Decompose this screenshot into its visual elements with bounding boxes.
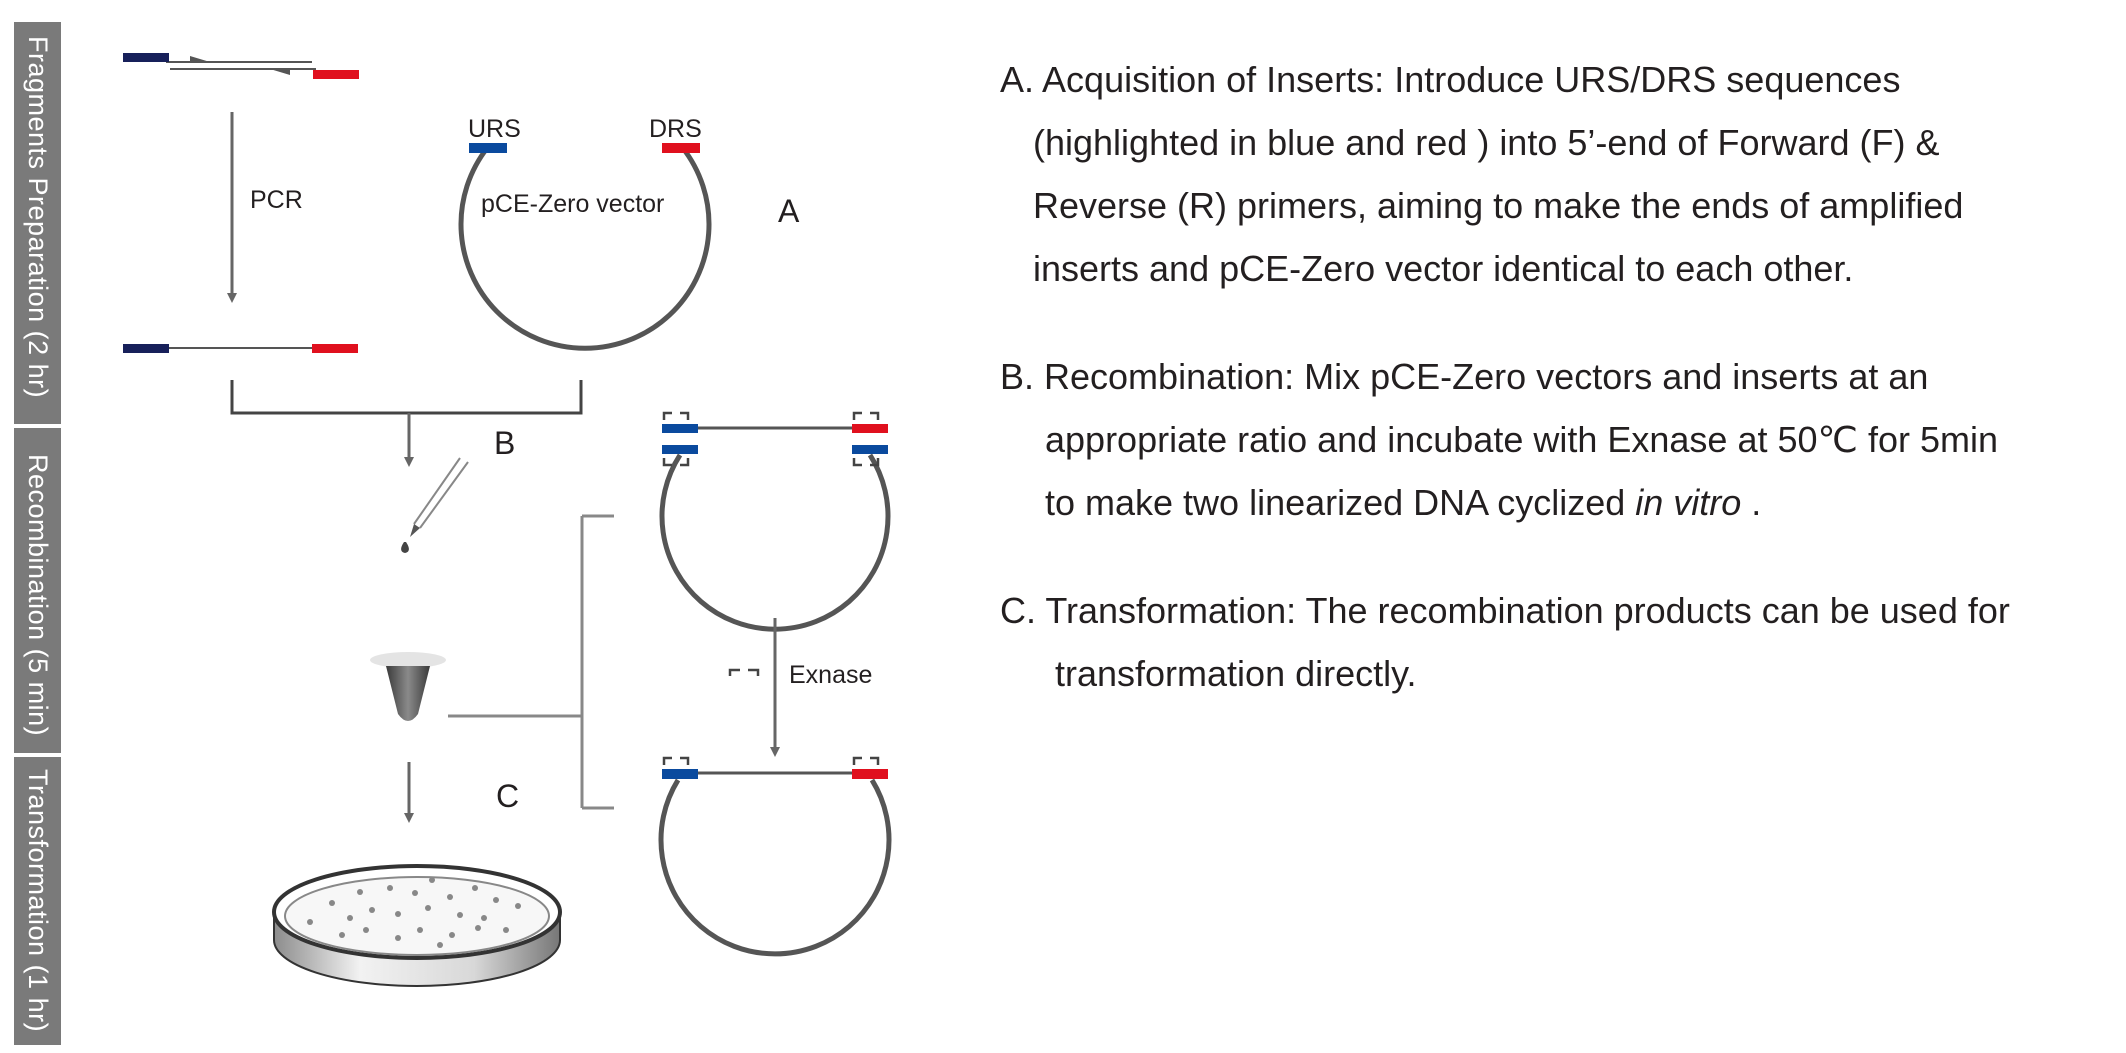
tube-icon <box>370 652 446 721</box>
intermediate-drs-top <box>852 424 888 433</box>
description-a-line: Reverse (R) primers, aiming to make the … <box>1033 185 1964 226</box>
stage-label: Transformation (1 hr) <box>23 769 53 1033</box>
description-b-line: appropriate ratio and incubate with Exna… <box>1045 419 1998 460</box>
primer-pair <box>123 53 359 79</box>
stage-recombination: Recombination (5 min) <box>14 440 61 750</box>
workflow-diagram: PCR URS DRS pCE-Zero vector A B <box>123 53 892 987</box>
stage-divider <box>14 424 61 428</box>
insert-urs-end <box>123 344 169 353</box>
description-c: C. Transformation: The recombination pro… <box>1000 579 2120 705</box>
exnase-icon <box>728 668 760 676</box>
description-c-line: C. Transformation: The recombination pro… <box>1000 590 2010 631</box>
pipette-icon <box>401 457 469 553</box>
description-b-line: to make two linearized DNA cyclized in v… <box>1000 471 2120 534</box>
description-a-line: (highlighted in blue and red ) into 5’-e… <box>1033 122 1940 163</box>
cyclized-plasmid <box>658 756 892 957</box>
intermediate-urs-top <box>662 424 698 433</box>
amplified-insert <box>123 344 358 353</box>
description-a: A. Acquisition of Inserts: Introduce URS… <box>1000 48 2120 300</box>
description-c-line: transformation directly. <box>1055 653 1417 694</box>
step-c-label: C <box>496 778 519 814</box>
description-b: B. Recombination: Mix pCE-Zero vectors a… <box>1000 345 2120 534</box>
reverse-primer-tag <box>313 70 359 79</box>
vector-label: pCE-Zero vector <box>481 190 664 218</box>
cyclized-drs <box>852 769 888 779</box>
stage-divider <box>14 753 61 757</box>
drs-tag <box>662 143 700 153</box>
stage-fragments-preparation: Fragments Preparation (2 hr) <box>14 22 61 412</box>
tube-to-plasmid-connector <box>448 514 614 810</box>
insert-drs-end <box>312 344 358 353</box>
stage-label: Recombination (5 min) <box>23 453 53 737</box>
pcr-label: PCR <box>250 186 303 214</box>
stage-label: Fragments Preparation (2 hr) <box>23 35 53 399</box>
urs-tag <box>469 143 507 153</box>
stage-transformation: Transformation (1 hr) <box>14 757 61 1045</box>
forward-primer-arrow <box>190 56 210 62</box>
step-descriptions: A. Acquisition of Inserts: Introduce URS… <box>1000 48 2120 750</box>
description-b-line: B. Recombination: Mix pCE-Zero vectors a… <box>1000 356 1929 397</box>
reverse-primer-arrow <box>270 69 290 75</box>
combine-bracket <box>230 380 583 415</box>
colony-dots <box>307 877 521 948</box>
description-b-text: . <box>1741 482 1762 523</box>
step-a-label: A <box>778 193 800 229</box>
pce-zero-vector <box>458 143 712 351</box>
recombination-intermediate <box>659 411 891 632</box>
description-a-line: A. Acquisition of Inserts: Introduce URS… <box>1000 59 1901 100</box>
droplet-icon <box>401 542 409 553</box>
description-b-text: to make two linearized DNA cyclized <box>1045 482 1636 523</box>
drs-label: DRS <box>649 115 702 143</box>
petri-dish-icon <box>272 864 562 987</box>
stage-bar: Fragments Preparation (2 hr) Recombinati… <box>14 22 61 1045</box>
urs-label: URS <box>468 115 521 143</box>
intermediate-drs-bottom <box>852 445 888 454</box>
intermediate-urs-bottom <box>662 445 698 454</box>
cyclized-urs <box>662 769 698 779</box>
forward-primer-tag <box>123 53 169 62</box>
exnase-label: Exnase <box>789 661 872 689</box>
in-vitro-term: in vitro <box>1635 482 1742 523</box>
description-a-line: inserts and pCE-Zero vector identical to… <box>1033 248 1854 289</box>
step-b-label: B <box>494 425 515 461</box>
